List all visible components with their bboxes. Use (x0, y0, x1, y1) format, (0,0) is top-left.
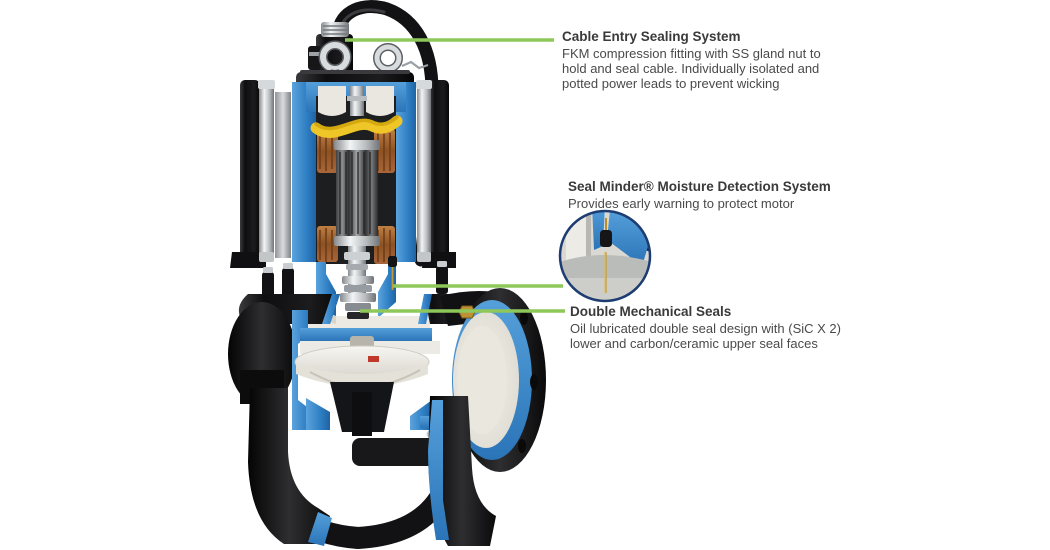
annotation-cable-entry-title: Cable Entry Sealing System (562, 29, 741, 44)
inset-moisture-probe (600, 218, 612, 293)
annotation-cable-entry: Cable Entry Sealing System FKM compressi… (562, 29, 834, 91)
annotation-double-seals-body: Oil lubricated double seal design with (… (570, 321, 841, 351)
annotation-cable-entry-body: FKM compression fitting with SS gland nu… (562, 46, 821, 91)
annotation-double-seals-title: Double Mechanical Seals (570, 304, 732, 319)
seal-minder-inset (558, 209, 652, 303)
pump-illustration (228, 0, 546, 550)
annotation-seal-minder-body: Provides early warning to protect motor (568, 196, 795, 211)
moisture-sensor-wire (388, 256, 397, 290)
stator-windings (317, 129, 395, 264)
volute-casing (228, 294, 454, 436)
stand-leg-left (248, 388, 332, 546)
rotor (334, 140, 380, 246)
motor-interior (310, 86, 403, 298)
stand-leg-right (428, 396, 496, 546)
annotation-seal-minder-title: Seal Minder® Moisture Detection System (568, 179, 831, 194)
annotation-double-seals: Double Mechanical Seals Oil lubricated d… (570, 304, 868, 351)
base-stand (248, 388, 496, 550)
impeller (294, 336, 440, 389)
mechanical-seal-stack (340, 276, 376, 319)
discharge-flange (420, 288, 546, 472)
lifting-eye-right (373, 43, 429, 73)
annotation-seal-minder: Seal Minder® Moisture Detection System P… (568, 179, 888, 211)
motor-power-leads (310, 115, 403, 138)
leader-lines (345, 38, 565, 313)
